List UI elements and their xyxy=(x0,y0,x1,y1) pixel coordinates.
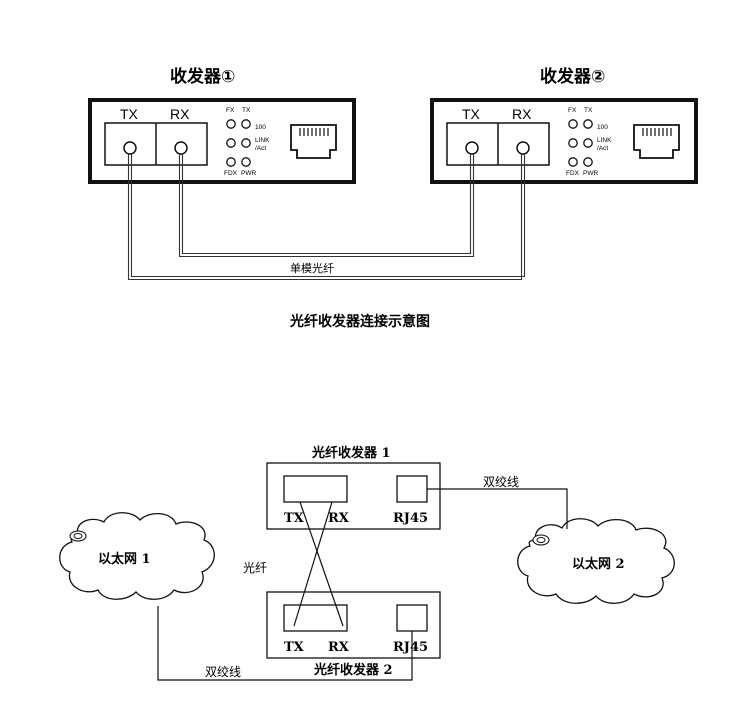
fiber-label: 光纤 xyxy=(243,561,267,575)
ethernet-2-label: 以太网 2 xyxy=(572,556,625,572)
bottom-transceiver-2-rj45: RJ45 xyxy=(393,640,428,655)
single-mode-fiber-label: 单模光纤 xyxy=(290,261,334,275)
transceiver-2-tx-port xyxy=(465,141,479,155)
led-fdx-label: FDX xyxy=(566,170,580,177)
led-tx-label: TX xyxy=(242,107,251,114)
top-diagram: 收发器① TX RX FX TX 100 LINK /Act FDX xyxy=(88,66,698,330)
bottom-transceiver-2-title: 光纤收发器 2 xyxy=(313,662,393,678)
led-100-label: 100 xyxy=(597,124,608,131)
transceiver-2-leds: FX TX 100 LINK /Act FDX PWR xyxy=(566,107,612,177)
transceiver-1-title: 收发器① xyxy=(170,66,235,87)
bottom-transceiver-2-fiber-port xyxy=(283,604,348,632)
bottom-transceiver-1-rj45-port xyxy=(396,475,428,503)
transceiver-2-tx-label: TX xyxy=(462,106,481,122)
transceiver-1-rj45-jack xyxy=(290,124,337,159)
bottom-transceiver-1-tx: TX xyxy=(284,511,305,526)
ethernet-1-label: 以太网 1 xyxy=(98,551,151,567)
transceiver-2: 收发器② TX RX FX TX 100 LINK /Act FDX xyxy=(430,66,698,184)
top-diagram-caption: 光纤收发器连接示意图 xyxy=(289,313,430,330)
transceiver-2-rj45-jack xyxy=(633,124,680,159)
twisted-pair-cables xyxy=(157,488,568,681)
twisted-pair-label-bottom: 双绞线 xyxy=(205,664,241,679)
transceiver-1: 收发器① TX RX FX TX 100 LINK /Act FDX xyxy=(88,66,356,184)
transceiver-1-tx-port xyxy=(123,141,137,155)
led-pwr-label: PWR xyxy=(241,170,256,177)
bottom-transceiver-1-fiber-port xyxy=(283,475,348,503)
bottom-transceiver-2-tx: TX xyxy=(284,640,305,655)
led-act-label: /Act xyxy=(597,145,608,152)
led-link-label: LINK xyxy=(597,137,612,144)
twisted-pair-label-top: 双绞线 xyxy=(483,474,519,489)
led-link-label: LINK xyxy=(255,137,270,144)
led-100-label: 100 xyxy=(255,124,266,131)
transceiver-1-rx-label: RX xyxy=(170,106,190,122)
bottom-transceiver-2-rx: RX xyxy=(328,640,350,655)
transceiver-2-rx-port xyxy=(516,141,530,155)
ethernet-2-cloud: 以太网 2 xyxy=(517,518,675,604)
transceiver-1-tx-label: TX xyxy=(120,106,139,122)
single-mode-fiber xyxy=(127,154,526,281)
transceiver-2-rx-label: RX xyxy=(512,106,532,122)
fiber-label-bg xyxy=(288,260,350,274)
led-pwr-label: PWR xyxy=(583,170,598,177)
bottom-transceiver-1-rx: RX xyxy=(328,511,350,526)
bottom-transceiver-2-rj45-port xyxy=(396,604,428,632)
transceiver-1-leds: FX TX 100 LINK /Act FDX PWR xyxy=(224,107,270,177)
transceiver-1-rx-port xyxy=(174,141,188,155)
led-act-label: /Act xyxy=(255,145,266,152)
led-tx-label: TX xyxy=(584,107,593,114)
transceiver-2-title: 收发器② xyxy=(540,66,605,87)
bottom-transceiver-1-title: 光纤收发器 1 xyxy=(311,445,391,461)
crossed-fiber xyxy=(293,501,344,627)
led-fx-label: FX xyxy=(226,107,235,114)
bottom-transceiver-1-rj45: RJ45 xyxy=(393,511,428,526)
led-fdx-label: FDX xyxy=(224,170,238,177)
led-fx-label: FX xyxy=(568,107,577,114)
ethernet-1-cloud: 以太网 1 xyxy=(59,512,215,600)
bottom-diagram: 光纤收发器 1 TX RX RJ45 TX RX RJ45 光纤收发器 2 光纤… xyxy=(59,445,675,681)
